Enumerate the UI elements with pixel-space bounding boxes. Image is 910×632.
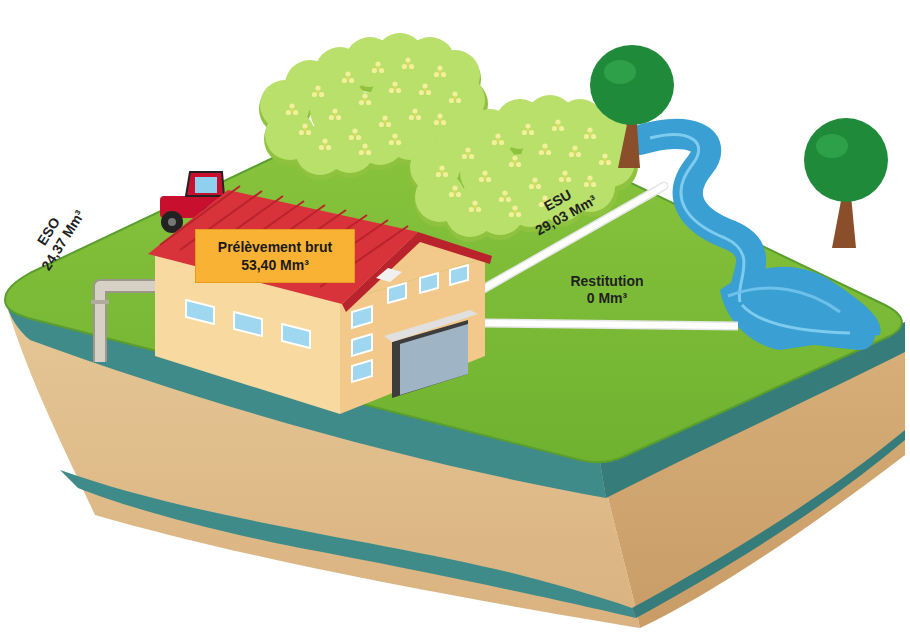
box-heading: Prélèvement brut [206, 238, 344, 256]
flow-name: Restitution [570, 273, 643, 290]
flow-label: ESU29,03 Mm³ [524, 177, 600, 240]
box-value: 53,40 Mm³ [206, 256, 344, 274]
flow-label: ESO24,37 Mm³ [24, 198, 89, 273]
flow-volume: 0 Mm³ [570, 290, 643, 307]
withdrawal-box: Prélèvement brut53,40 Mm³ [195, 229, 355, 283]
flow-label: Restitution0 Mm³ [570, 273, 643, 307]
